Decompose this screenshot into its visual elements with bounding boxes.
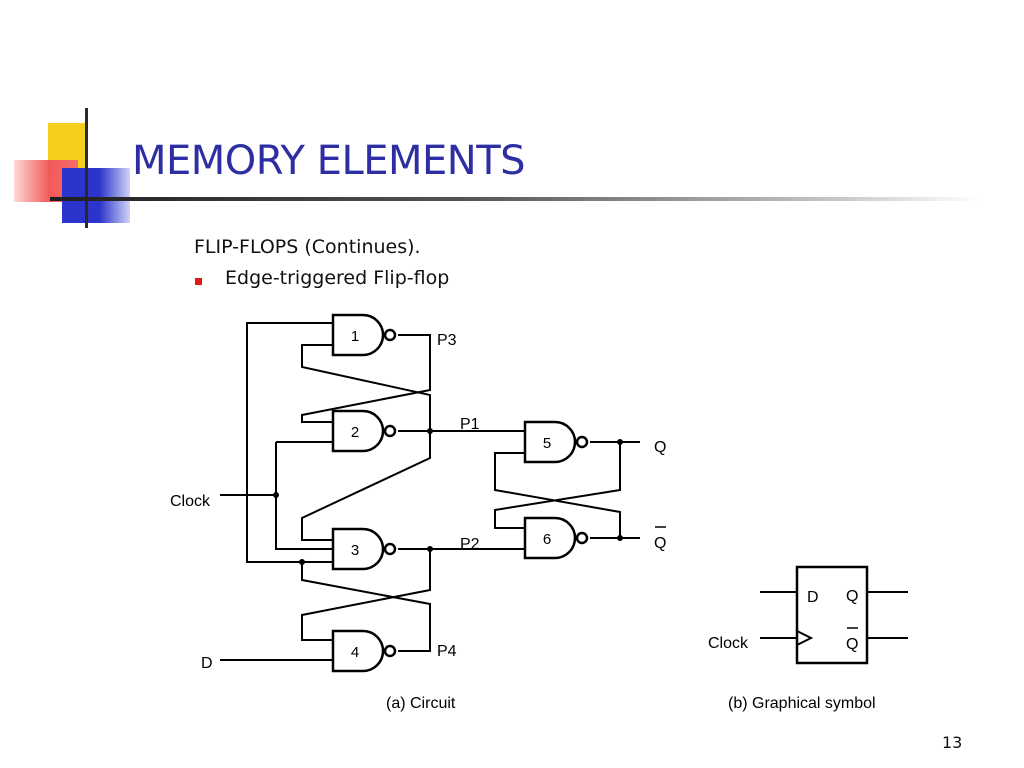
wire-p3 xyxy=(301,334,431,423)
junction-dot xyxy=(617,535,623,541)
nand-gate-5 xyxy=(523,420,589,464)
wire-q-feedback xyxy=(494,442,621,529)
junction-dots xyxy=(273,428,623,565)
node-label-p3: P3 xyxy=(437,332,457,349)
nand-gate-2 xyxy=(331,409,397,453)
d-input-label: D xyxy=(201,655,213,672)
wire-p4-to-1 xyxy=(246,322,333,563)
bullet-marker xyxy=(195,278,202,285)
flipflop-symbol: D Q Q Clock (b) Graphical symbol xyxy=(708,565,908,712)
slide-title: MEMORY ELEMENTS xyxy=(132,138,526,184)
wire-clock-bus xyxy=(275,442,333,550)
node-label-p1: P1 xyxy=(460,416,480,433)
decor-blue-square xyxy=(62,168,130,223)
gates xyxy=(331,313,589,673)
gate-label-6: 6 xyxy=(543,531,551,548)
junction-dot xyxy=(299,559,305,565)
decor-vertical-line xyxy=(85,108,88,228)
q-output-label: Q xyxy=(654,439,666,456)
junction-dot xyxy=(427,428,433,434)
nand-gate-6 xyxy=(523,516,589,560)
junction-dot xyxy=(427,546,433,552)
wire-p1-to-3 xyxy=(301,431,431,541)
wire-p2-to-4 xyxy=(301,549,431,641)
nand-gate-3 xyxy=(331,527,397,571)
gate-label-3: 3 xyxy=(351,542,359,559)
node-label-p2: P2 xyxy=(460,536,480,553)
wire-p1-feedback-1 xyxy=(301,344,431,431)
symbol-q-label: Q xyxy=(846,588,858,605)
junction-dot xyxy=(617,439,623,445)
wire-p4 xyxy=(301,561,431,652)
gate-label-5: 5 xyxy=(543,435,551,452)
symbol-caption: (b) Graphical symbol xyxy=(728,695,876,712)
title-underline xyxy=(50,197,980,201)
circuit-caption: (a) Circuit xyxy=(386,695,456,712)
gate-label-1: 1 xyxy=(351,328,359,345)
qbar-output-label: Q xyxy=(654,535,666,552)
symbol-qbar-label: Q xyxy=(846,636,858,653)
section-heading: FLIP-FLOPS (Continues). xyxy=(194,236,421,258)
clock-input-label: Clock xyxy=(170,493,211,510)
gate-label-2: 2 xyxy=(351,424,359,441)
nand-gate-4 xyxy=(331,629,397,673)
symbol-d-label: D xyxy=(807,589,819,606)
symbol-box xyxy=(795,565,869,665)
nand-gate-1 xyxy=(331,313,397,357)
bullet-item: Edge-triggered Flip-flop xyxy=(225,267,450,289)
page-number: 13 xyxy=(942,733,963,752)
wire-qbar-feedback xyxy=(494,452,621,538)
wires xyxy=(220,322,640,661)
symbol-clock-label: Clock xyxy=(708,635,749,652)
clock-triangle-icon xyxy=(796,630,814,646)
gate-label-4: 4 xyxy=(351,644,359,661)
node-label-p4: P4 xyxy=(437,643,457,660)
junction-dot xyxy=(273,492,279,498)
